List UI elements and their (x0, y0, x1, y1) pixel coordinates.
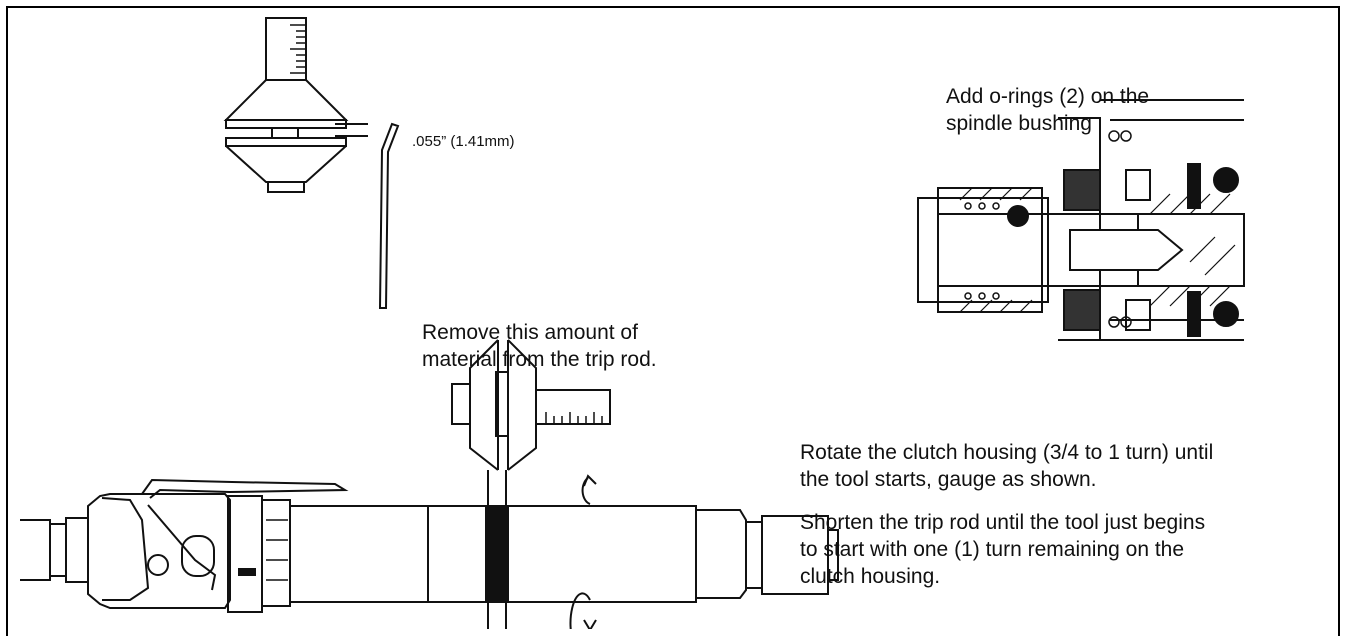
screwdriver-tool (20, 470, 839, 629)
rotate-clutch-note: Rotate the clutch housing (3/4 to 1 turn… (800, 440, 1213, 494)
horizontal-gauge (451, 339, 611, 471)
vertical-gauge (223, 17, 349, 193)
remove-material-line-1: Remove this amount of (422, 321, 638, 344)
rotate-clutch-line-1: Rotate the clutch housing (3/4 to 1 turn… (800, 441, 1214, 464)
remove-material-note: Remove this amount of material from the … (422, 320, 657, 374)
shorten-rod-line-1: Shorten the trip rod until the tool just… (800, 511, 1206, 534)
gap-indicator (335, 123, 368, 137)
add-orings-line-1: Add o-rings (2) on the (946, 85, 1150, 108)
gap-measurement-label: .055” (1.41mm) (412, 133, 515, 150)
shorten-rod-line-3: clutch housing. (800, 564, 941, 588)
shorten-rod-note: Shorten the trip rod until the tool just… (800, 510, 1205, 591)
add-orings-line-2: spindle bushing (946, 111, 1092, 135)
rotate-clutch-line-2: the tool starts, gauge as shown. (800, 467, 1097, 491)
add-orings-note: Add o-rings (2) on the spindle bushing (946, 84, 1149, 138)
remove-material-line-2: material from the trip rod. (422, 347, 657, 371)
diagram-frame (6, 6, 1340, 636)
spindle-bushing-section (917, 99, 1245, 341)
trip-rod (378, 122, 400, 309)
shorten-rod-line-2: to start with one (1) turn remaining on … (800, 537, 1185, 561)
